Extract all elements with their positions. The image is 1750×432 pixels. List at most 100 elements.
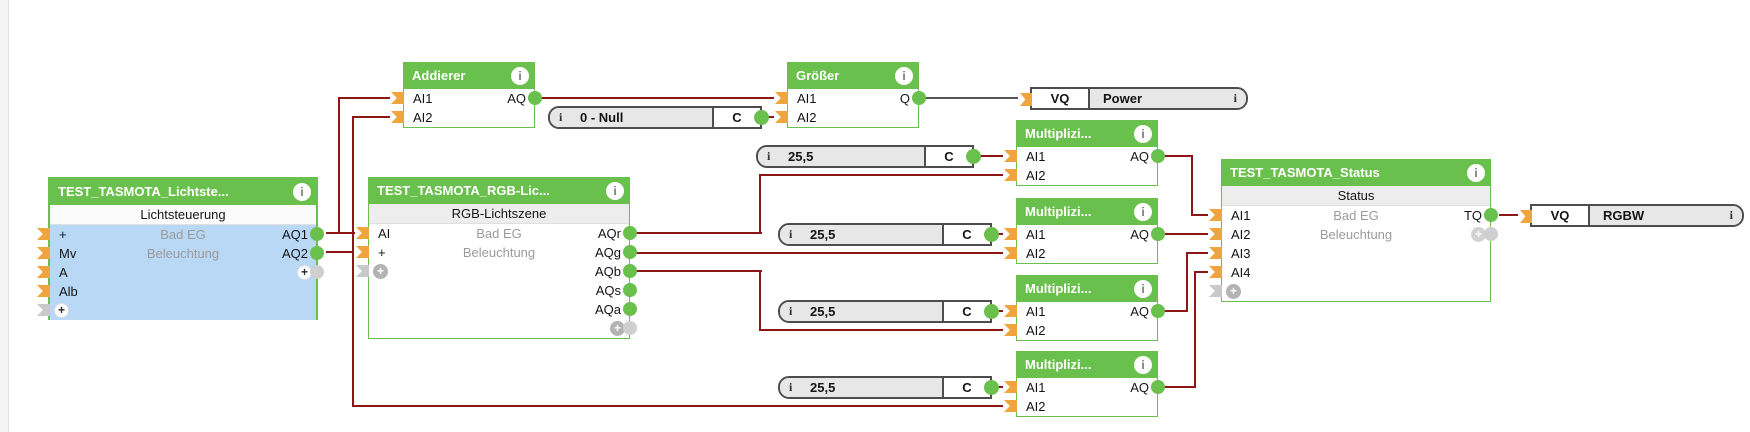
input-connector-ai2[interactable] <box>391 111 404 123</box>
input-connector-ai1[interactable] <box>1004 305 1017 317</box>
info-icon: i <box>789 227 793 241</box>
input-connector-ai2[interactable] <box>1004 400 1017 412</box>
input-connector-spare[interactable] <box>37 304 50 316</box>
info-icon[interactable]: i <box>1134 203 1152 221</box>
function-block-multiplizierer-3[interactable]: Multiplizi... i AI1 AQ AI2 <box>1004 275 1165 341</box>
input-connector-alb[interactable] <box>37 285 50 297</box>
output-connector-q[interactable] <box>912 91 926 105</box>
output-connector-aq[interactable] <box>1151 227 1165 241</box>
block-header[interactable]: TEST_TASMOTA_Status i <box>1222 160 1490 186</box>
output-connector-spare[interactable] <box>623 321 637 335</box>
output-connector-aqs[interactable] <box>623 283 637 297</box>
wire-aqr-vertical <box>759 174 761 234</box>
wire-c1-to-mult1-ai1 <box>974 155 1003 157</box>
function-block-rgb-lichtszene[interactable]: TEST_TASMOTA_RGB-Lic... i RGB-Lichtszene… <box>356 177 637 339</box>
output-connector-aq[interactable] <box>1151 304 1165 318</box>
input-label: Alb <box>59 284 78 299</box>
constant-output-connector[interactable] <box>754 110 769 125</box>
info-icon[interactable]: i <box>511 67 529 85</box>
block-header[interactable]: Multiplizi... i <box>1017 199 1157 225</box>
input-connector-ai2[interactable] <box>1004 324 1017 336</box>
input-label: AI1 <box>797 91 817 106</box>
output-connector-tq[interactable] <box>1484 208 1498 222</box>
wire-aqb-vertical <box>759 270 761 331</box>
input-connector-ai2[interactable] <box>1209 228 1222 240</box>
add-output-button[interactable]: + <box>1471 227 1486 242</box>
input-connector-spare[interactable] <box>1209 285 1222 297</box>
input-connector-mv[interactable] <box>37 247 50 259</box>
input-connector-plus[interactable] <box>356 246 369 258</box>
output-box-input-connector[interactable] <box>1520 210 1532 223</box>
input-connector-ai1[interactable] <box>1004 150 1017 162</box>
input-connector-plus[interactable] <box>37 228 50 240</box>
input-connector-ai1[interactable] <box>391 92 404 104</box>
input-connector-ai1[interactable] <box>1004 228 1017 240</box>
constant-output-connector[interactable] <box>984 380 999 395</box>
function-block-multiplizierer-1[interactable]: Multiplizi... i AI1 AQ AI2 <box>1004 120 1165 186</box>
io-row: AI2 <box>391 108 534 127</box>
block-header[interactable]: Multiplizi... i <box>1017 352 1157 378</box>
output-connector-aqg[interactable] <box>623 245 637 259</box>
output-box-rgbw[interactable]: VQ RGBW i <box>1520 204 1744 227</box>
input-label: AI1 <box>1231 208 1251 223</box>
function-block-groesser[interactable]: Größer i AI1 Q AI2 <box>775 62 926 128</box>
info-icon[interactable]: i <box>1467 164 1485 182</box>
block-header[interactable]: Größer i <box>788 63 918 89</box>
wire-bottom-to-mult4-ai2 <box>352 405 1003 407</box>
output-connector-aqa[interactable] <box>623 302 637 316</box>
output-connector-spare[interactable] <box>1484 227 1498 241</box>
constant-output-connector[interactable] <box>966 149 981 164</box>
info-icon[interactable]: i <box>606 182 624 200</box>
info-icon[interactable]: i <box>1134 125 1152 143</box>
constant-output-connector[interactable] <box>984 304 999 319</box>
block-header[interactable]: Multiplizi... i <box>1017 121 1157 147</box>
output-box-power[interactable]: VQ Power i <box>1020 87 1248 110</box>
output-connector-aq[interactable] <box>528 91 542 105</box>
wire-addierer-aq-to-groesser-ai1 <box>541 97 774 99</box>
output-connector-aqb[interactable] <box>623 264 637 278</box>
block-header[interactable]: Multiplizi... i <box>1017 276 1157 302</box>
constant-25-5-4[interactable]: i 25,5 C <box>778 376 999 399</box>
output-connector-aq1[interactable] <box>310 227 324 241</box>
input-connector-ai1[interactable] <box>1209 209 1222 221</box>
input-connector-ai4[interactable] <box>1209 266 1222 278</box>
output-box-input-connector[interactable] <box>1020 93 1032 106</box>
block-header[interactable]: TEST_TASMOTA_Lichtste... i <box>50 179 316 205</box>
block-header[interactable]: TEST_TASMOTA_RGB-Lic... i <box>369 178 629 204</box>
function-block-status[interactable]: TEST_TASMOTA_Status i Status AI1 Bad EG … <box>1209 159 1498 302</box>
input-connector-spare[interactable] <box>356 265 369 277</box>
function-block-lichtsteuerung[interactable]: TEST_TASMOTA_Lichtste... i Lichtsteuerun… <box>37 177 324 320</box>
add-input-button[interactable]: + <box>1226 284 1241 299</box>
add-output-button[interactable]: + <box>610 321 625 336</box>
info-icon[interactable]: i <box>1134 280 1152 298</box>
constant-25-5-2[interactable]: i 25,5 C <box>778 223 999 246</box>
info-icon[interactable]: i <box>293 183 311 201</box>
info-icon[interactable]: i <box>895 67 913 85</box>
output-connector-spare[interactable] <box>310 265 324 279</box>
input-connector-ai1[interactable] <box>775 92 788 104</box>
output-connector-aqr[interactable] <box>623 226 637 240</box>
wire-to-addierer-ai2 <box>352 116 390 118</box>
input-connector-a[interactable] <box>37 266 50 278</box>
output-connector-aq[interactable] <box>1151 149 1165 163</box>
input-connector-ai2[interactable] <box>775 111 788 123</box>
function-block-addierer[interactable]: Addierer i AI1 AQ AI2 <box>391 62 542 128</box>
constant-25-5-1[interactable]: i 25,5 C <box>756 145 981 168</box>
constant-output-connector[interactable] <box>984 227 999 242</box>
function-block-multiplizierer-2[interactable]: Multiplizi... i AI1 AQ AI2 <box>1004 198 1165 264</box>
function-block-multiplizierer-4[interactable]: Multiplizi... i AI1 AQ AI2 <box>1004 351 1165 417</box>
input-connector-ai3[interactable] <box>1209 247 1222 259</box>
add-input-button[interactable]: + <box>373 264 388 279</box>
input-connector-ai2[interactable] <box>1004 247 1017 259</box>
constant-25-5-3[interactable]: i 25,5 C <box>778 300 999 323</box>
input-connector-ai1[interactable] <box>1004 381 1017 393</box>
output-connector-aq2[interactable] <box>310 246 324 260</box>
add-output-button[interactable]: + <box>297 265 312 280</box>
input-connector-ai2[interactable] <box>1004 169 1017 181</box>
add-input-button[interactable]: + <box>54 303 69 318</box>
output-connector-aq[interactable] <box>1151 380 1165 394</box>
input-connector-ai[interactable] <box>356 227 369 239</box>
info-icon[interactable]: i <box>1134 356 1152 374</box>
constant-zero-null[interactable]: i 0 - Null C <box>548 106 769 129</box>
block-header[interactable]: Addierer i <box>404 63 534 89</box>
